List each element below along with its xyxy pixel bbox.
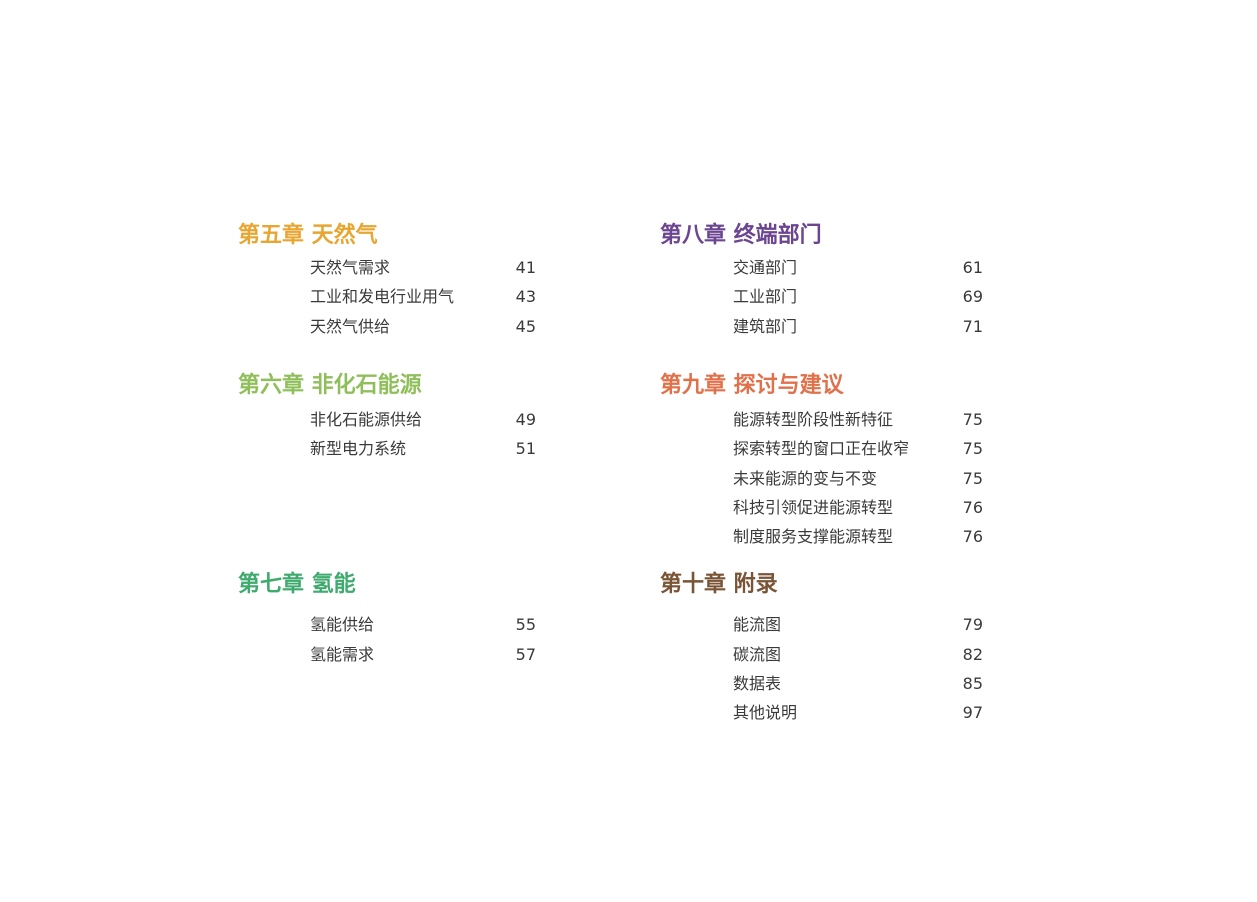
entry-page-number: 43 xyxy=(515,287,536,306)
toc-entry[interactable]: 建筑部门 71 xyxy=(733,316,983,338)
entry-page-number: 76 xyxy=(962,498,983,517)
toc-entry[interactable]: 探索转型的窗口正在收窄 75 xyxy=(733,438,983,460)
toc-entry[interactable]: 氢能供给 55 xyxy=(310,614,536,636)
chapter-6: 第六章 非化石能源 非化石能源供给 49 新型电力系统 51 xyxy=(238,373,558,473)
entry-label: 碳流图 xyxy=(733,645,782,664)
entry-label: 工业部门 xyxy=(733,287,798,306)
toc-entry[interactable]: 科技引领促进能源转型 76 xyxy=(733,497,983,519)
entry-label: 非化石能源供给 xyxy=(310,410,423,429)
chapter-title[interactable]: 第九章 探讨与建议 xyxy=(660,373,844,398)
entry-label: 探索转型的窗口正在收窄 xyxy=(733,439,910,458)
entry-label: 新型电力系统 xyxy=(310,439,407,458)
entry-label: 工业和发电行业用气 xyxy=(310,287,455,306)
chapter-5: 第五章 天然气 天然气需求 41 工业和发电行业用气 43 天然气供给 45 xyxy=(238,223,558,343)
chapter-title[interactable]: 第七章 氢能 xyxy=(238,572,356,597)
entry-page-number: 49 xyxy=(515,410,536,429)
chapter-7: 第七章 氢能 氢能供给 55 氢能需求 57 xyxy=(238,572,558,672)
entry-label: 数据表 xyxy=(733,674,782,693)
entry-page-number: 97 xyxy=(962,703,983,722)
toc-entry[interactable]: 数据表 85 xyxy=(733,673,983,695)
entry-page-number: 69 xyxy=(962,287,983,306)
entry-page-number: 45 xyxy=(515,317,536,336)
entry-page-number: 82 xyxy=(962,645,983,664)
entry-label: 氢能供给 xyxy=(310,615,375,634)
entry-page-number: 75 xyxy=(962,439,983,458)
chapter-title[interactable]: 第十章 附录 xyxy=(660,572,778,597)
toc-entry[interactable]: 工业部门 69 xyxy=(733,286,983,308)
toc-entry[interactable]: 新型电力系统 51 xyxy=(310,438,536,460)
chapter-title[interactable]: 第八章 终端部门 xyxy=(660,223,822,248)
entry-label: 制度服务支撑能源转型 xyxy=(733,527,894,546)
entry-label: 其他说明 xyxy=(733,703,798,722)
entry-label: 能源转型阶段性新特征 xyxy=(733,410,894,429)
toc-entry[interactable]: 天然气供给 45 xyxy=(310,316,536,338)
entry-page-number: 79 xyxy=(962,615,983,634)
toc-entry[interactable]: 天然气需求 41 xyxy=(310,257,536,279)
entry-page-number: 41 xyxy=(515,258,536,277)
entry-label: 天然气需求 xyxy=(310,258,391,277)
chapter-9: 第九章 探讨与建议 能源转型阶段性新特征 75 探索转型的窗口正在收窄 75 未… xyxy=(660,373,1000,553)
toc-entry[interactable]: 氢能需求 57 xyxy=(310,644,536,666)
entry-page-number: 75 xyxy=(962,410,983,429)
entry-label: 交通部门 xyxy=(733,258,798,277)
entry-label: 氢能需求 xyxy=(310,645,375,664)
entry-page-number: 61 xyxy=(962,258,983,277)
entry-label: 能流图 xyxy=(733,615,782,634)
entry-label: 天然气供给 xyxy=(310,317,391,336)
entry-label: 未来能源的变与不变 xyxy=(733,469,878,488)
entry-page-number: 55 xyxy=(515,615,536,634)
entry-label: 建筑部门 xyxy=(733,317,798,336)
toc-entry[interactable]: 非化石能源供给 49 xyxy=(310,409,536,431)
toc-entry[interactable]: 制度服务支撑能源转型 76 xyxy=(733,526,983,548)
entry-page-number: 71 xyxy=(962,317,983,336)
toc-entry[interactable]: 交通部门 61 xyxy=(733,257,983,279)
chapter-title[interactable]: 第五章 天然气 xyxy=(238,223,378,248)
toc-entry[interactable]: 工业和发电行业用气 43 xyxy=(310,286,536,308)
entry-page-number: 85 xyxy=(962,674,983,693)
toc-entry[interactable]: 能流图 79 xyxy=(733,614,983,636)
toc-entry[interactable]: 其他说明 97 xyxy=(733,702,983,724)
entry-label: 科技引领促进能源转型 xyxy=(733,498,894,517)
chapter-8: 第八章 终端部门 交通部门 61 工业部门 69 建筑部门 71 xyxy=(660,223,1000,343)
toc-entry[interactable]: 未来能源的变与不变 75 xyxy=(733,468,983,490)
toc-entry[interactable]: 能源转型阶段性新特征 75 xyxy=(733,409,983,431)
entry-page-number: 51 xyxy=(515,439,536,458)
entry-page-number: 75 xyxy=(962,469,983,488)
chapter-10: 第十章 附录 能流图 79 碳流图 82 数据表 85 其他说明 97 xyxy=(660,572,1000,732)
chapter-title[interactable]: 第六章 非化石能源 xyxy=(238,373,422,398)
entry-page-number: 76 xyxy=(962,527,983,546)
toc-entry[interactable]: 碳流图 82 xyxy=(733,644,983,666)
entry-page-number: 57 xyxy=(515,645,536,664)
